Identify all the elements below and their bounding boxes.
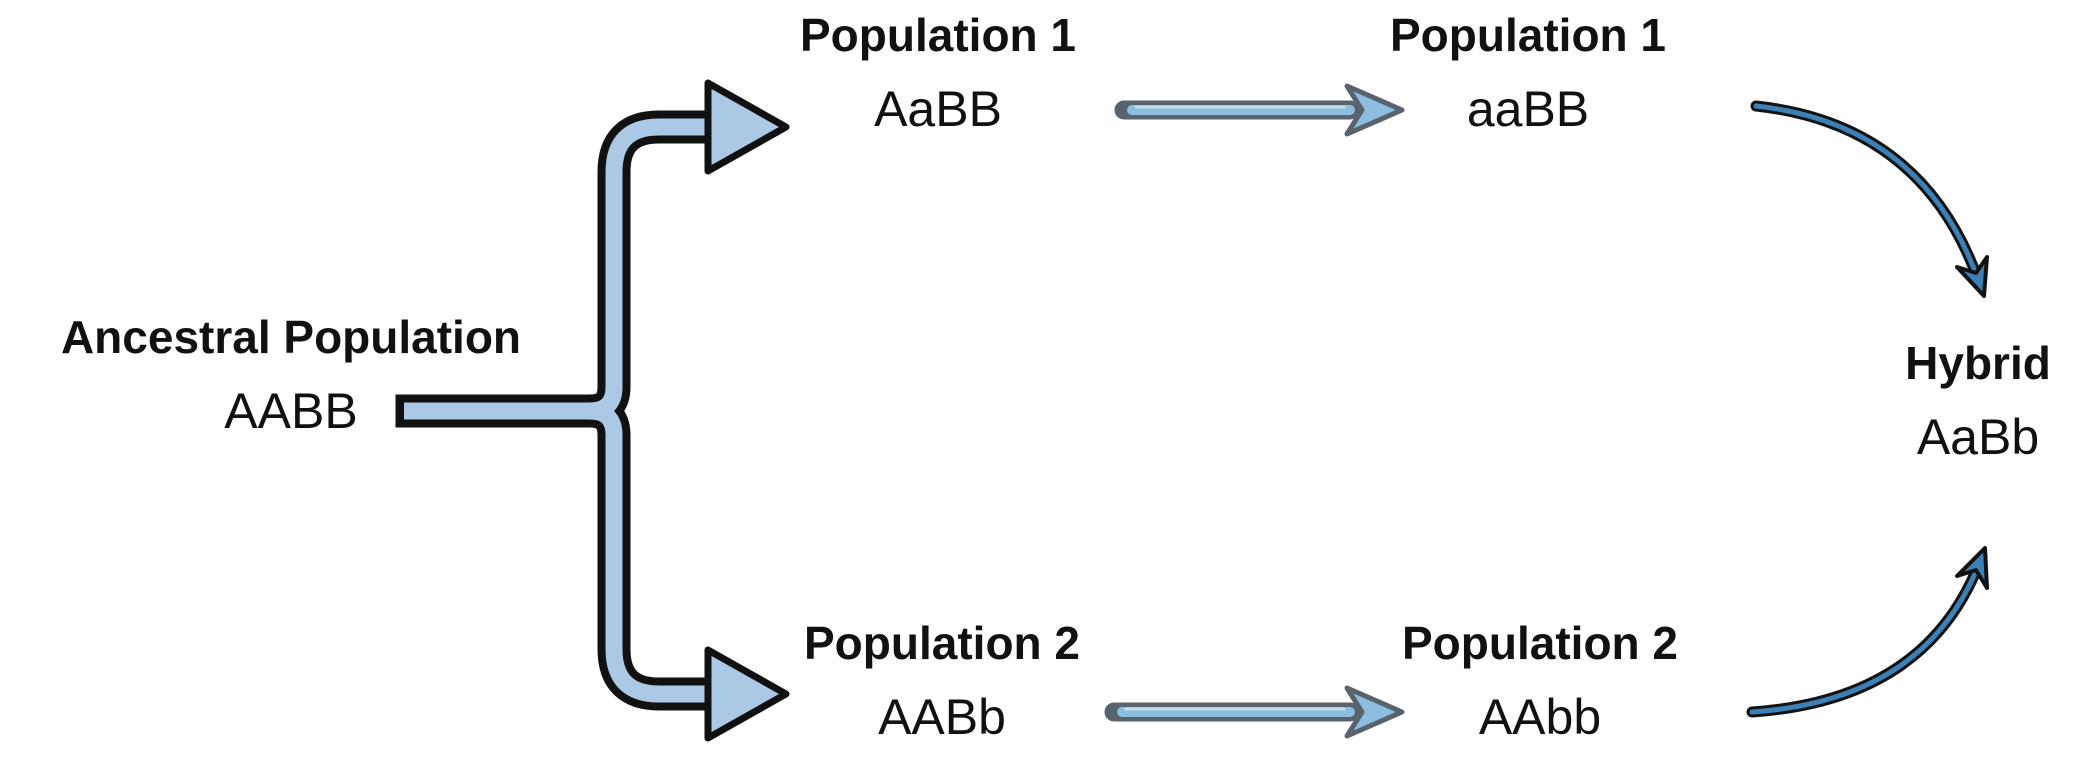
node-population1-evolved: Population 1 aaBB <box>1390 8 1666 136</box>
arrowhead-icon <box>1344 685 1405 739</box>
node-genotype: AABb <box>878 689 1006 745</box>
hybridization-arrow-population2 <box>1746 546 1989 718</box>
branch-down-outline <box>395 394 727 711</box>
curve-fill <box>1753 103 1982 285</box>
evolution-arrow-population2 <box>1104 685 1405 739</box>
node-genotype: aaBB <box>1466 81 1590 137</box>
evolution-arrow-population1 <box>1114 83 1405 137</box>
arrowhead-icon <box>1955 255 1989 298</box>
node-population2-initial: Population 2 AABb <box>804 616 1080 744</box>
curve-outline <box>1750 100 1985 288</box>
node-genotype: AAbb <box>1478 689 1602 745</box>
node-label: Hybrid <box>1905 337 2051 389</box>
curve-fill <box>1749 553 1985 715</box>
branch-up-arrowhead-icon <box>704 79 790 175</box>
node-label: Population 1 <box>800 9 1076 61</box>
node-label: Population 1 <box>1390 9 1666 61</box>
branch-down-fill <box>404 402 710 703</box>
node-label: Population 2 <box>1402 617 1678 669</box>
arrowhead-icon <box>1344 83 1405 137</box>
node-label: Population 2 <box>804 617 1080 669</box>
node-label: Ancestral Population <box>60 311 522 363</box>
divergence-arrow <box>395 79 790 742</box>
node-population2-evolved: Population 2 AAbb <box>1402 616 1678 744</box>
node-ancestral-population: Ancestral Population AABB <box>61 310 521 438</box>
branch-down-arrowhead-icon <box>704 646 790 742</box>
node-population1-initial: Population 1 AaBB <box>800 8 1076 136</box>
hybridization-arrow-population1 <box>1750 100 1989 298</box>
node-genotype: AABB <box>224 383 358 439</box>
arrowhead-icon <box>1955 546 1989 590</box>
curve-outline <box>1746 550 1988 718</box>
node-genotype: AaBB <box>874 81 1002 137</box>
node-genotype: AaBb <box>1916 409 2040 465</box>
node-hybrid: Hybrid AaBb <box>1905 336 2051 464</box>
